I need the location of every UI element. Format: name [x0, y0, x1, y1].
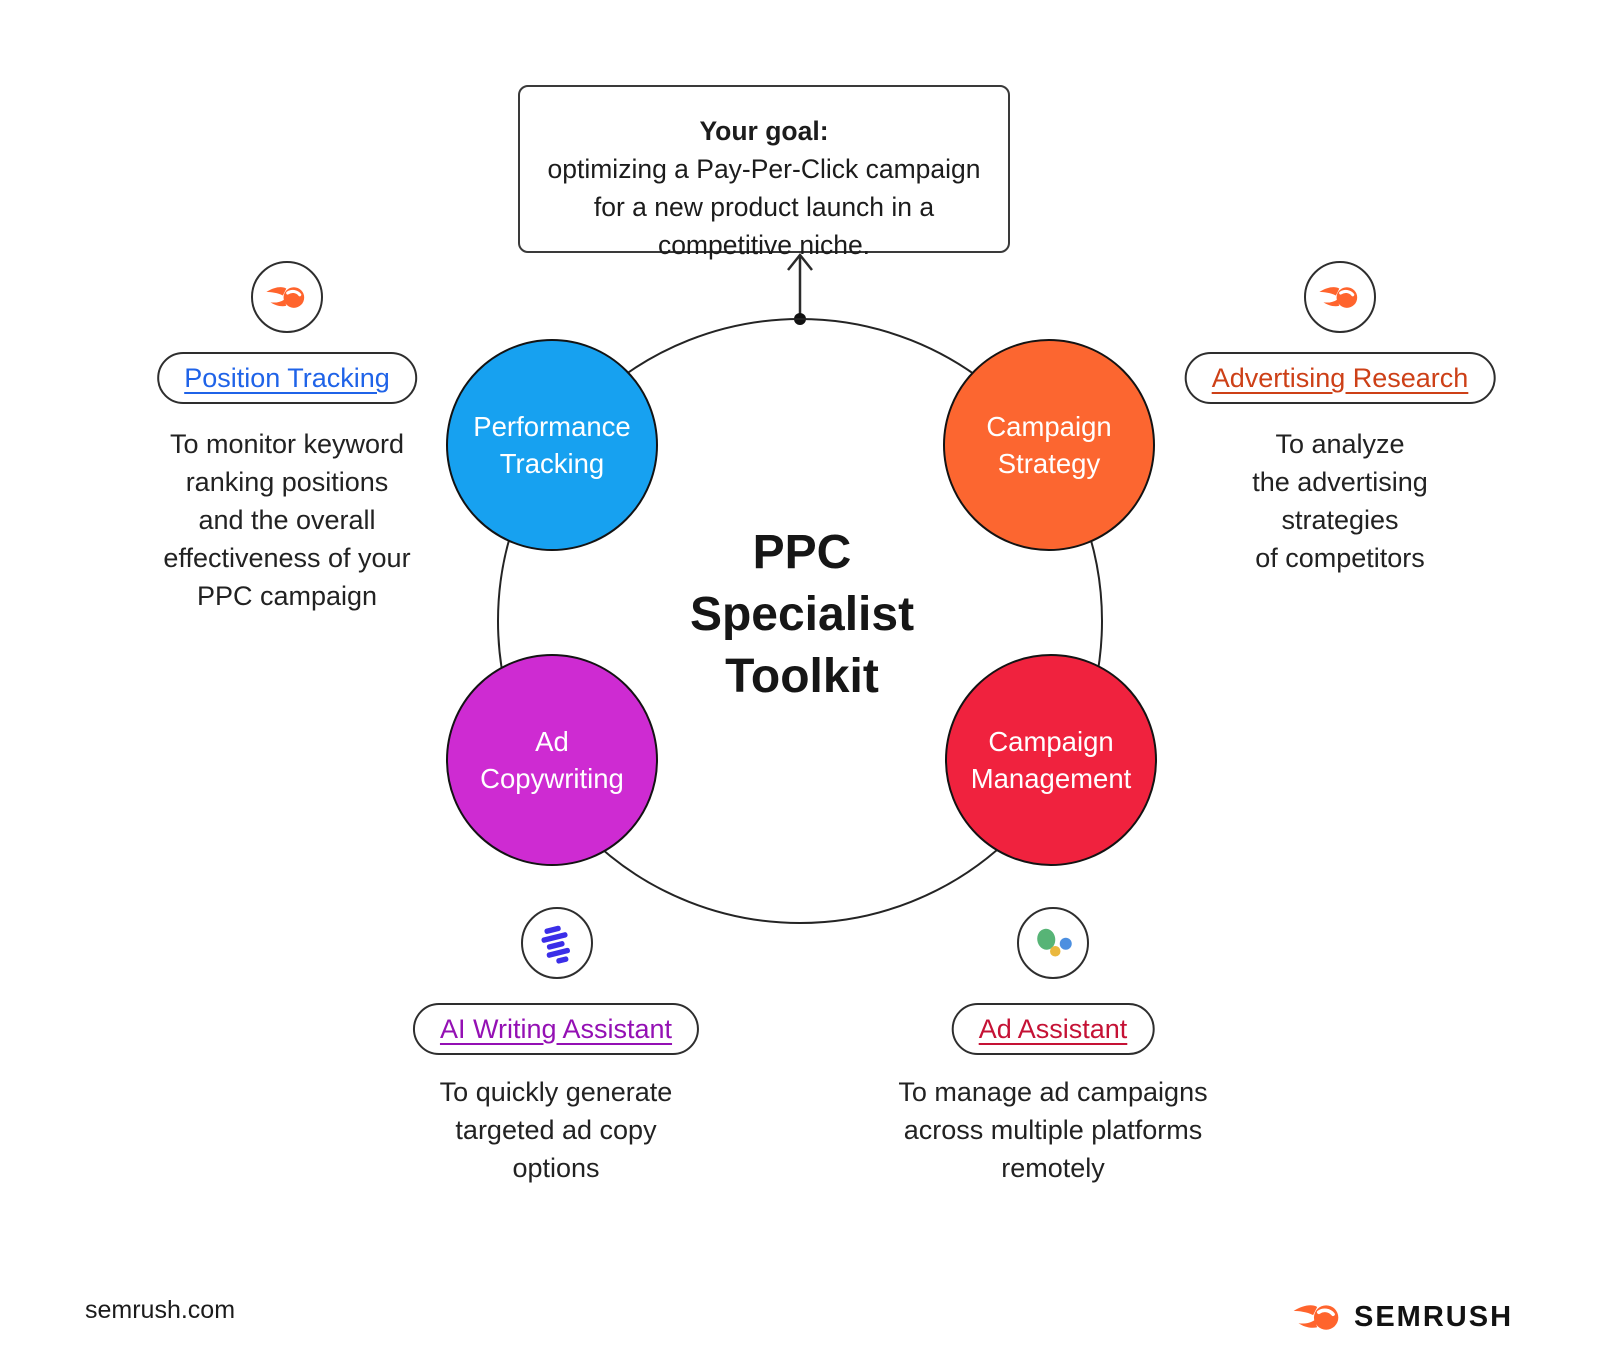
ad-assistant-icon	[1017, 907, 1089, 979]
semrush-logo-text: SEMRUSH	[1354, 1301, 1514, 1333]
goal-box: Your goal: optimizing a Pay-Per-Click ca…	[518, 85, 1010, 260]
footer-site-url: semrush.com	[85, 1296, 236, 1324]
ai-writing-assistant-link[interactable]: AI Writing Assistant	[412, 1003, 700, 1055]
goal-text: optimizing a Pay-Per-Click campaign for …	[547, 154, 981, 260]
position-tracking-description: To monitor keyword ranking positions and…	[163, 429, 411, 611]
node-campaign-management: Campaign Management	[945, 654, 1157, 866]
center-title: PPC Specialist Toolkit	[689, 526, 915, 703]
ai-writing-assistant-label: AI Writing Assistant	[439, 1013, 673, 1044]
position-tracking-link[interactable]: Position Tracking	[157, 352, 417, 404]
connector-arrow-icon	[787, 252, 813, 325]
ad-assistant-description: To manage ad campaigns across multiple p…	[898, 1077, 1208, 1183]
node-ad-copywriting: Ad Copywriting	[446, 654, 658, 866]
semrush-logo: SEMRUSH	[1292, 1298, 1513, 1337]
ad-assistant-label: Ad Assistant	[978, 1013, 1128, 1044]
ad-assistant-link[interactable]: Ad Assistant	[951, 1003, 1155, 1055]
semrush-icon	[1304, 261, 1376, 333]
semrush-icon	[251, 261, 323, 333]
goal-label: Your goal:	[699, 116, 829, 146]
ai-writing-assistant-description: To quickly generate targeted ad copy opt…	[439, 1077, 673, 1183]
node-performance-tracking: Performance Tracking	[446, 339, 658, 551]
position-tracking-label: Position Tracking	[184, 362, 390, 393]
node-campaign-strategy: Campaign Strategy	[943, 339, 1155, 551]
advertising-research-label: Advertising Research	[1211, 362, 1469, 393]
semrush-logo-icon	[1292, 1298, 1344, 1337]
ai-writing-assistant-icon	[521, 907, 593, 979]
toolkit-ring	[497, 318, 1103, 924]
advertising-research-link[interactable]: Advertising Research	[1184, 352, 1496, 404]
advertising-research-description: To analyze the advertising strategies of…	[1252, 429, 1428, 573]
